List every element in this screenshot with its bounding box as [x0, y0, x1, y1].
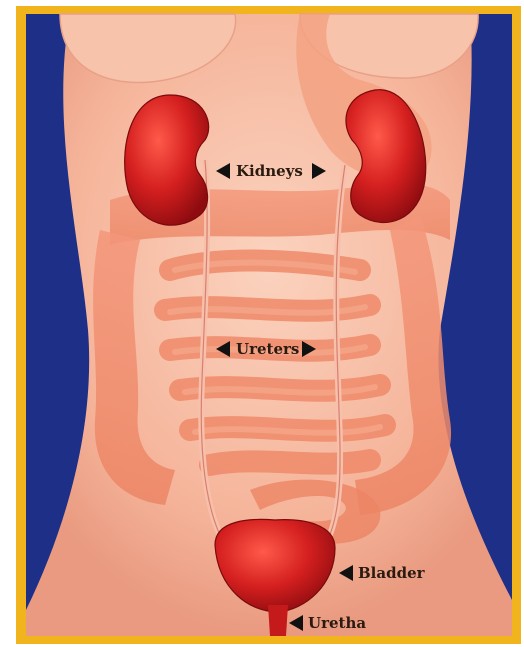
- label-urethra: Uretha: [308, 614, 366, 632]
- label-ureters: Ureters: [236, 340, 299, 358]
- label-bladder: Bladder: [358, 564, 425, 582]
- urethra-shape: [268, 605, 288, 636]
- label-kidneys: Kidneys: [236, 162, 303, 180]
